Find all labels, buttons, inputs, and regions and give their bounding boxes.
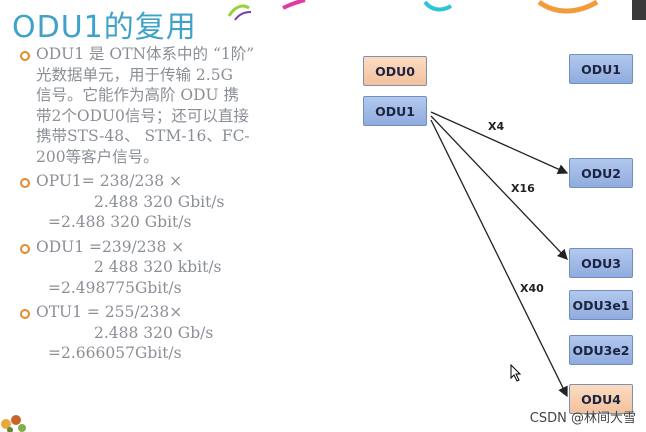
bullet-text-line: 携带STS-48、 STM-16、FC- bbox=[36, 127, 250, 145]
decorative-swoosh-icon bbox=[227, 0, 599, 21]
node-odu2: ODU2 bbox=[569, 158, 633, 188]
formula-line: OPU1= 238/238 × bbox=[36, 172, 183, 190]
mouse-cursor-icon bbox=[510, 364, 522, 382]
odu-multiplexing-diagram: ODU0 ODU1 ODU1 ODU2 ODU3 ODU3e1 ODU3e2 O… bbox=[355, 40, 646, 420]
arrow-x40 bbox=[430, 119, 568, 398]
node-odu4: ODU4 bbox=[569, 384, 633, 414]
decorative-flowers-icon bbox=[1, 415, 26, 432]
arrow-x4 bbox=[430, 111, 569, 175]
arrow-x16 bbox=[430, 115, 568, 260]
bullet-dot-icon bbox=[20, 309, 30, 319]
formula-line: =2.498775Gbit/s bbox=[48, 278, 182, 297]
bullet-intro: ODU1 是 OTN体系中的 “1阶” 光数据单元，用于传输 2.5G 信号。它… bbox=[20, 44, 336, 167]
bullet-text-line: ODU1 是 OTN体系中的 “1阶” bbox=[36, 45, 255, 63]
bullet-text-line: 带2个ODU0信号；还可以直接 bbox=[36, 106, 249, 125]
bullet-odu1: ODU1 =239/238 × 2 488 320 kbit/s =2.4987… bbox=[20, 237, 336, 299]
bullet-dot-icon bbox=[20, 243, 30, 254]
formula-line: 2.488 320 Gbit/s bbox=[94, 192, 225, 211]
diagram-arrows bbox=[430, 111, 569, 398]
edge-label-x40: X40 bbox=[520, 282, 544, 295]
bullet-text-line: 200等客户信号。 bbox=[36, 147, 159, 166]
formula-line: =2.666057Gbit/s bbox=[48, 344, 182, 362]
node-odu3: ODU3 bbox=[569, 248, 633, 278]
bullet-dot-icon bbox=[20, 51, 30, 61]
window-edge-strip bbox=[632, 0, 646, 20]
bullet-list: ODU1 是 OTN体系中的 “1阶” 光数据单元，用于传输 2.5G 信号。它… bbox=[20, 44, 336, 368]
slide-title: ODU1的复用 bbox=[12, 10, 197, 45]
edge-label-x16: X16 bbox=[511, 182, 535, 195]
formula-line: =2.488 320 Gbit/s bbox=[48, 213, 192, 231]
bullet-otu1: OTU1 = 255/238× 2.488 320 Gb/s =2.666057… bbox=[20, 302, 336, 364]
bullet-dot-icon bbox=[20, 178, 30, 188]
edge-label-x4: X4 bbox=[488, 120, 505, 133]
watermark: CSDN @林间大雪 bbox=[529, 411, 636, 426]
formula-line: 2 488 320 kbit/s bbox=[94, 258, 222, 276]
node-odu3e2: ODU3e2 bbox=[569, 335, 633, 365]
formula-line: ODU1 =239/238 × bbox=[36, 237, 185, 256]
node-odu0: ODU0 bbox=[363, 56, 427, 86]
node-odu3e1: ODU3e1 bbox=[569, 290, 633, 320]
formula-line: 2.488 320 Gb/s bbox=[94, 323, 214, 342]
bullet-text-line: 信号。它能作为高阶 ODU 携 bbox=[36, 86, 240, 104]
formula-line: OTU1 = 255/238× bbox=[36, 303, 183, 321]
bullet-text-line: 光数据单元，用于传输 2.5G bbox=[36, 65, 233, 84]
node-odu1-right: ODU1 bbox=[569, 54, 633, 84]
bullet-opu1: OPU1= 238/238 × 2.488 320 Gbit/s =2.488 … bbox=[20, 171, 336, 233]
node-odu1-left: ODU1 bbox=[363, 96, 427, 126]
